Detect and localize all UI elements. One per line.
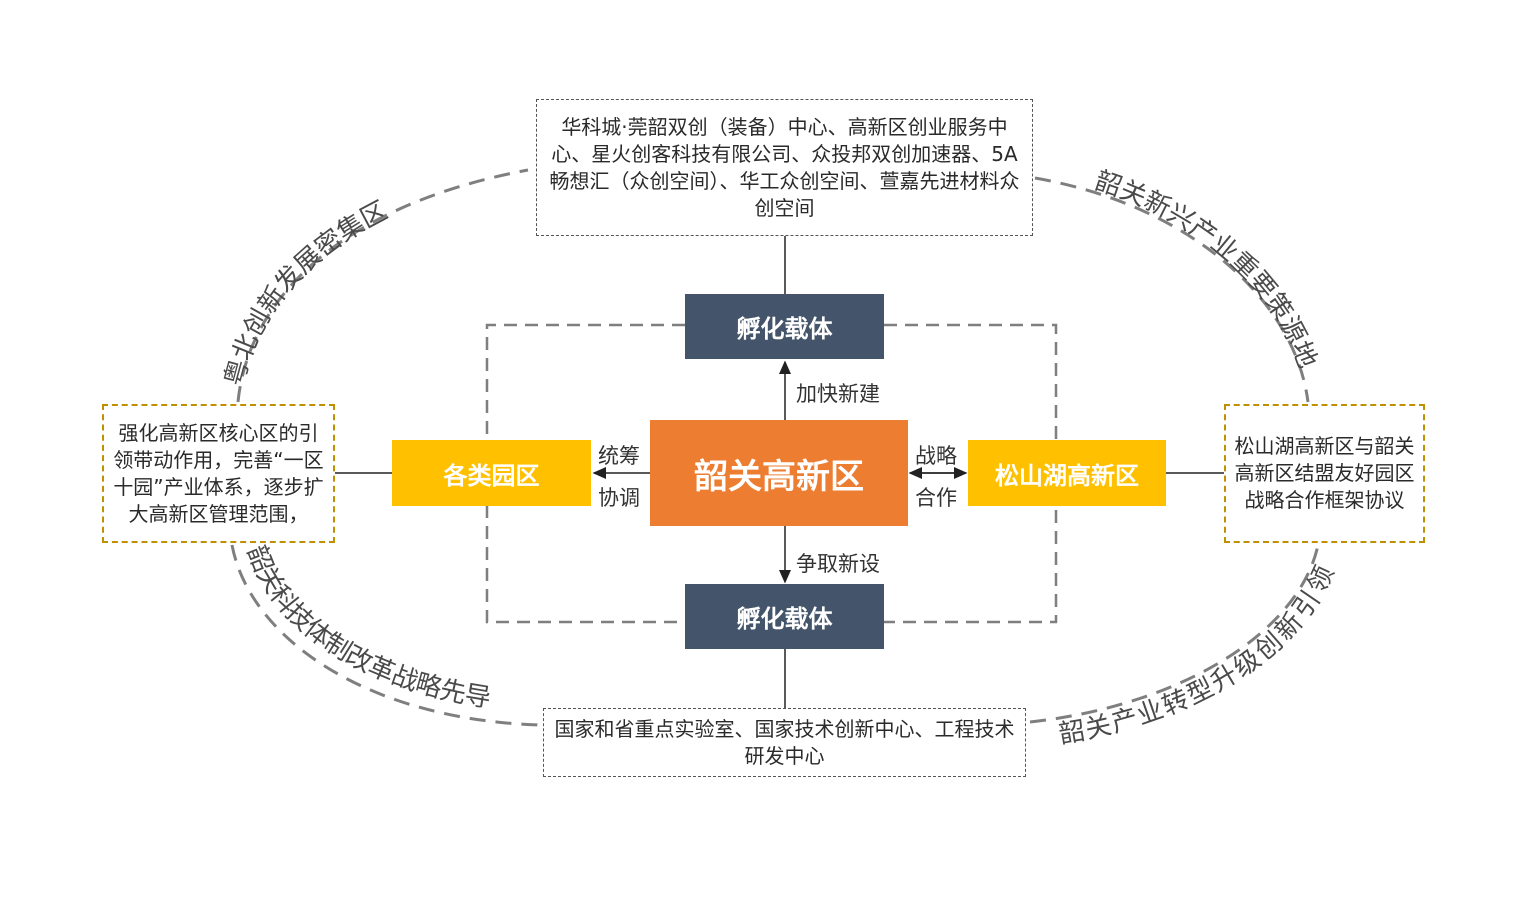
outer-dashed-arc-top-left [236,168,529,403]
label-up: 加快新建 [796,382,880,406]
label-right-bottom: 合作 [915,486,957,510]
outer-dashed-arc-bottom-right [1029,544,1320,724]
note-right: 松山湖高新区与韶关高新区结盟友好园区战略合作框架协议 [1224,404,1425,543]
arc-label-top-right: 韶关新兴产业重要策源地 [1091,166,1322,372]
right-park-node: 松山湖高新区 [968,440,1166,506]
outer-dashed-arc-top-right [1034,176,1310,403]
left-park-node: 各类园区 [392,440,591,506]
label-left-top: 统筹 [598,444,640,468]
top-carrier-node: 孵化载体 [685,294,884,359]
arc-label-bottom-right: 韶关产业转型升级创新引领 [1057,561,1341,750]
note-left: 强化高新区核心区的引领带动作用，完善“一区十园”产业体系，逐步扩大高新区管理范围… [102,404,335,543]
label-left-bottom: 协调 [598,486,640,510]
note-top: 华科城·莞韶双创（装备）中心、高新区创业服务中心、星火创客科技有限公司、众投邦双… [536,99,1033,236]
label-down: 争取新设 [796,552,880,576]
outer-dashed-arc-bottom-left [230,544,541,727]
label-right-top: 战略 [915,444,957,468]
arc-label-top-left: 粤北创新发展密集区 [220,196,393,389]
arc-label-bottom-left: 韶关科技体制改革战略先导 [241,541,494,714]
bottom-carrier-node: 孵化载体 [685,584,884,649]
note-bottom: 国家和省重点实验室、国家技术创新中心、工程技术研发中心 [543,708,1026,777]
center-node: 韶关高新区 [650,420,908,526]
